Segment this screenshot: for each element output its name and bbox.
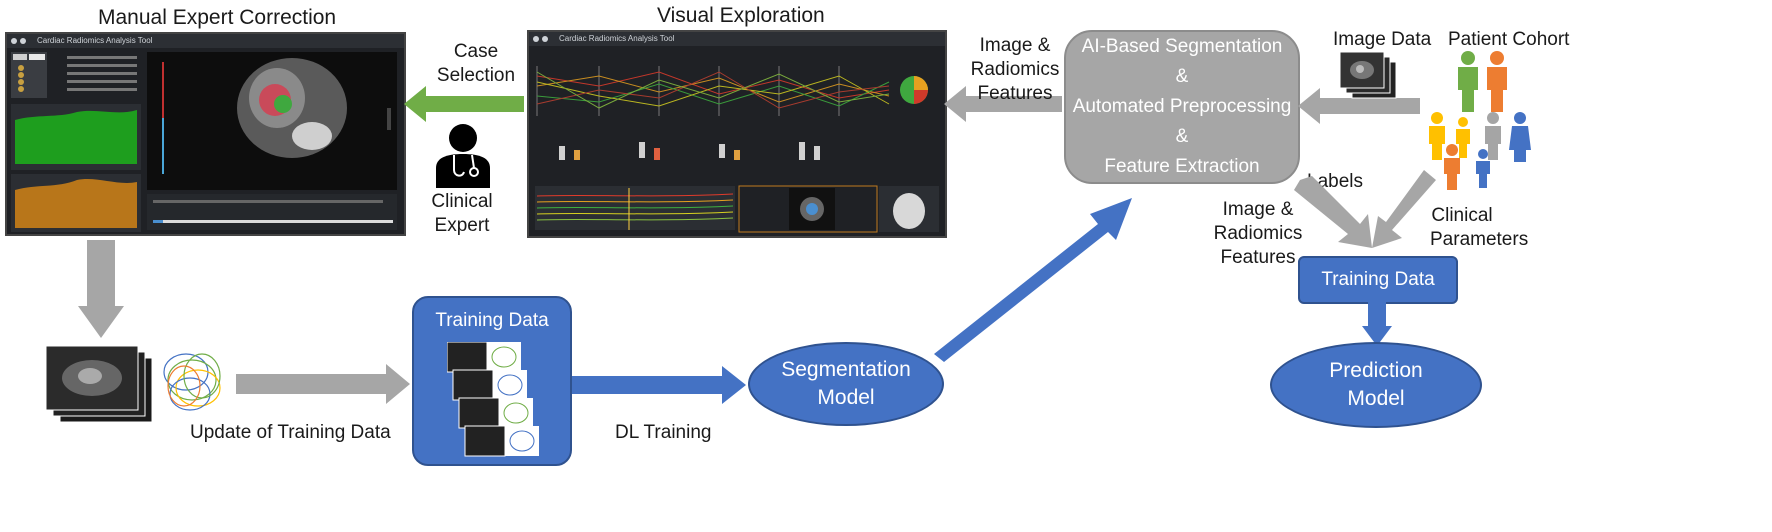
training-data-left-box: Training Data	[412, 296, 572, 466]
blue-arrow-to-ai-box	[934, 198, 1132, 362]
visual-exploration-screenshot: Cardiac Radiomics Analysis Tool	[527, 30, 947, 238]
gray-arrow-labels	[1294, 176, 1372, 248]
gray-arrow-clinical	[1372, 170, 1436, 248]
app-title-bar: Cardiac Radiomics Analysis Tool	[7, 34, 404, 48]
patient-cohort-icon	[1429, 51, 1531, 190]
dl-training-label: DL Training	[615, 422, 712, 443]
manual-correction-title: Manual Expert Correction	[98, 6, 337, 29]
patient-cohort-label: Patient Cohort	[1448, 29, 1570, 50]
app-title: Cardiac Radiomics Analysis Tool	[37, 36, 153, 45]
blue-arrow-dl-training	[572, 366, 746, 404]
gray-arrow-to-visual	[944, 86, 1062, 122]
gray-arrow-down	[78, 240, 124, 338]
app-title: Cardiac Radiomics Analysis Tool	[559, 34, 675, 43]
ai-segmentation-box: AI-Based Segmentation & Automated Prepro…	[1064, 30, 1300, 184]
clinical-parameters-label: Clinical Parameters	[1430, 205, 1529, 250]
blue-arrow-to-prediction	[1362, 300, 1392, 346]
green-arrow	[404, 86, 524, 122]
visual-exploration-title: Visual Exploration	[657, 4, 825, 27]
gray-arrow-to-training	[236, 364, 410, 404]
clinical-expert-icon	[436, 124, 490, 188]
app-title-bar: Cardiac Radiomics Analysis Tool	[529, 32, 945, 46]
manual-correction-ui	[11, 52, 397, 232]
training-data-right-box: Training Data	[1298, 256, 1458, 304]
segmentation-contours	[163, 353, 221, 411]
image-data-label: Image Data	[1333, 29, 1432, 50]
manual-correction-screenshot: Cardiac Radiomics Analysis Tool	[5, 32, 406, 236]
visual-exploration-ui	[535, 66, 939, 233]
gray-arrow-to-ai-box	[1298, 88, 1420, 124]
training-image-stack	[447, 342, 539, 457]
image-data-stack	[1340, 52, 1397, 99]
update-training-data-label: Update of Training Data	[190, 422, 391, 443]
mri-image-stack	[46, 346, 153, 423]
